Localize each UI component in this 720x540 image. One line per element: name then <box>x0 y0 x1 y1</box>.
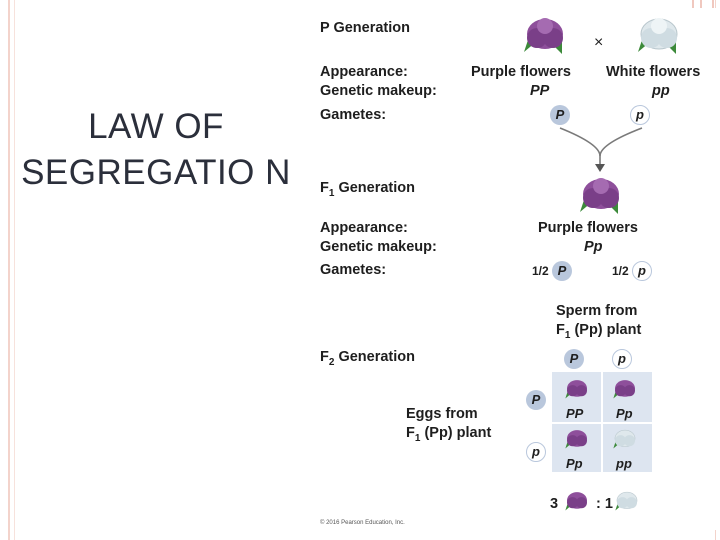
gamete-recessive: p <box>630 105 650 125</box>
slide-border-left <box>8 0 10 540</box>
parent1-appearance: Purple flowers <box>471 64 571 80</box>
parent2-genotype: pp <box>652 83 670 99</box>
egg-allele-recessive: p <box>526 442 546 462</box>
gametes-label: Gametes: <box>320 107 387 123</box>
parent2-appearance: White flowers <box>606 64 701 80</box>
ratio-dominant-count: 3 <box>550 496 559 512</box>
ratio-purple-flower-icon <box>565 492 587 511</box>
ratio-separator: : 1 <box>596 496 613 512</box>
punnett-divider-vertical <box>601 372 603 472</box>
punnett-flower-pp-icon <box>565 380 587 399</box>
sperm-from-label: Sperm from <box>556 303 638 319</box>
punnett-flower-white-icon <box>613 429 636 449</box>
punnett-cell-3: Pp <box>566 456 583 471</box>
slide-border-right-tick <box>712 0 714 14</box>
punnett-cell-4: pp <box>616 456 632 471</box>
f2-generation-label: F2 Generation <box>320 349 415 368</box>
f1-gamete-fraction-dominant: 1/2 <box>532 264 549 278</box>
gametes-merge-arrow <box>559 127 643 172</box>
f1-generation-label: F1 Generation <box>320 180 415 199</box>
purple-flower-icon <box>524 18 563 54</box>
parent1-genotype: PP <box>530 83 550 99</box>
f1-purple-flower-icon <box>580 178 619 214</box>
gamete-dominant: P <box>550 105 570 125</box>
egg-allele-dominant: P <box>526 390 546 410</box>
eggs-from-plant-label: F1 (Pp) plant <box>406 425 492 444</box>
f1-appearance-label: Appearance: <box>320 220 408 236</box>
slide-border-left-inner <box>14 0 15 540</box>
f1-appearance: Purple flowers <box>538 220 638 236</box>
cross-symbol: × <box>594 34 604 51</box>
p-generation-label: P Generation <box>320 20 410 36</box>
f1-genetic-makeup-label: Genetic makeup: <box>320 239 437 255</box>
f1-genotype: Pp <box>584 239 603 255</box>
f1-gametes-label: Gametes: <box>320 262 387 278</box>
punnett-flower-pp-het-icon <box>613 380 635 399</box>
appearance-label: Appearance: <box>320 64 408 80</box>
eggs-from-label: Eggs from <box>406 406 478 422</box>
f1-gamete-dominant: P <box>552 261 572 281</box>
slide-border-right-tick <box>700 0 702 14</box>
punnett-flower-het-icon <box>565 430 587 449</box>
genetic-makeup-label: Genetic makeup: <box>320 83 437 99</box>
sperm-from-plant-label: F1 (Pp) plant <box>556 322 642 341</box>
copyright-text: © 2016 Pearson Education, Inc. <box>320 520 405 526</box>
segregation-figure: P Generation × Appearance: Genetic makeu… <box>306 8 716 530</box>
sperm-allele-recessive: p <box>612 349 632 369</box>
white-flower-icon <box>638 18 678 54</box>
slide-border-right-tick <box>692 0 694 14</box>
punnett-cell-1: PP <box>566 406 584 421</box>
f1-gamete-recessive: p <box>632 261 652 281</box>
sperm-allele-dominant: P <box>564 349 584 369</box>
punnett-cell-2: Pp <box>616 406 633 421</box>
slide-title: LAW OF SEGREGATIO N <box>21 107 291 192</box>
ratio-white-flower-icon <box>615 491 638 511</box>
f1-gamete-fraction-recessive: 1/2 <box>612 264 629 278</box>
